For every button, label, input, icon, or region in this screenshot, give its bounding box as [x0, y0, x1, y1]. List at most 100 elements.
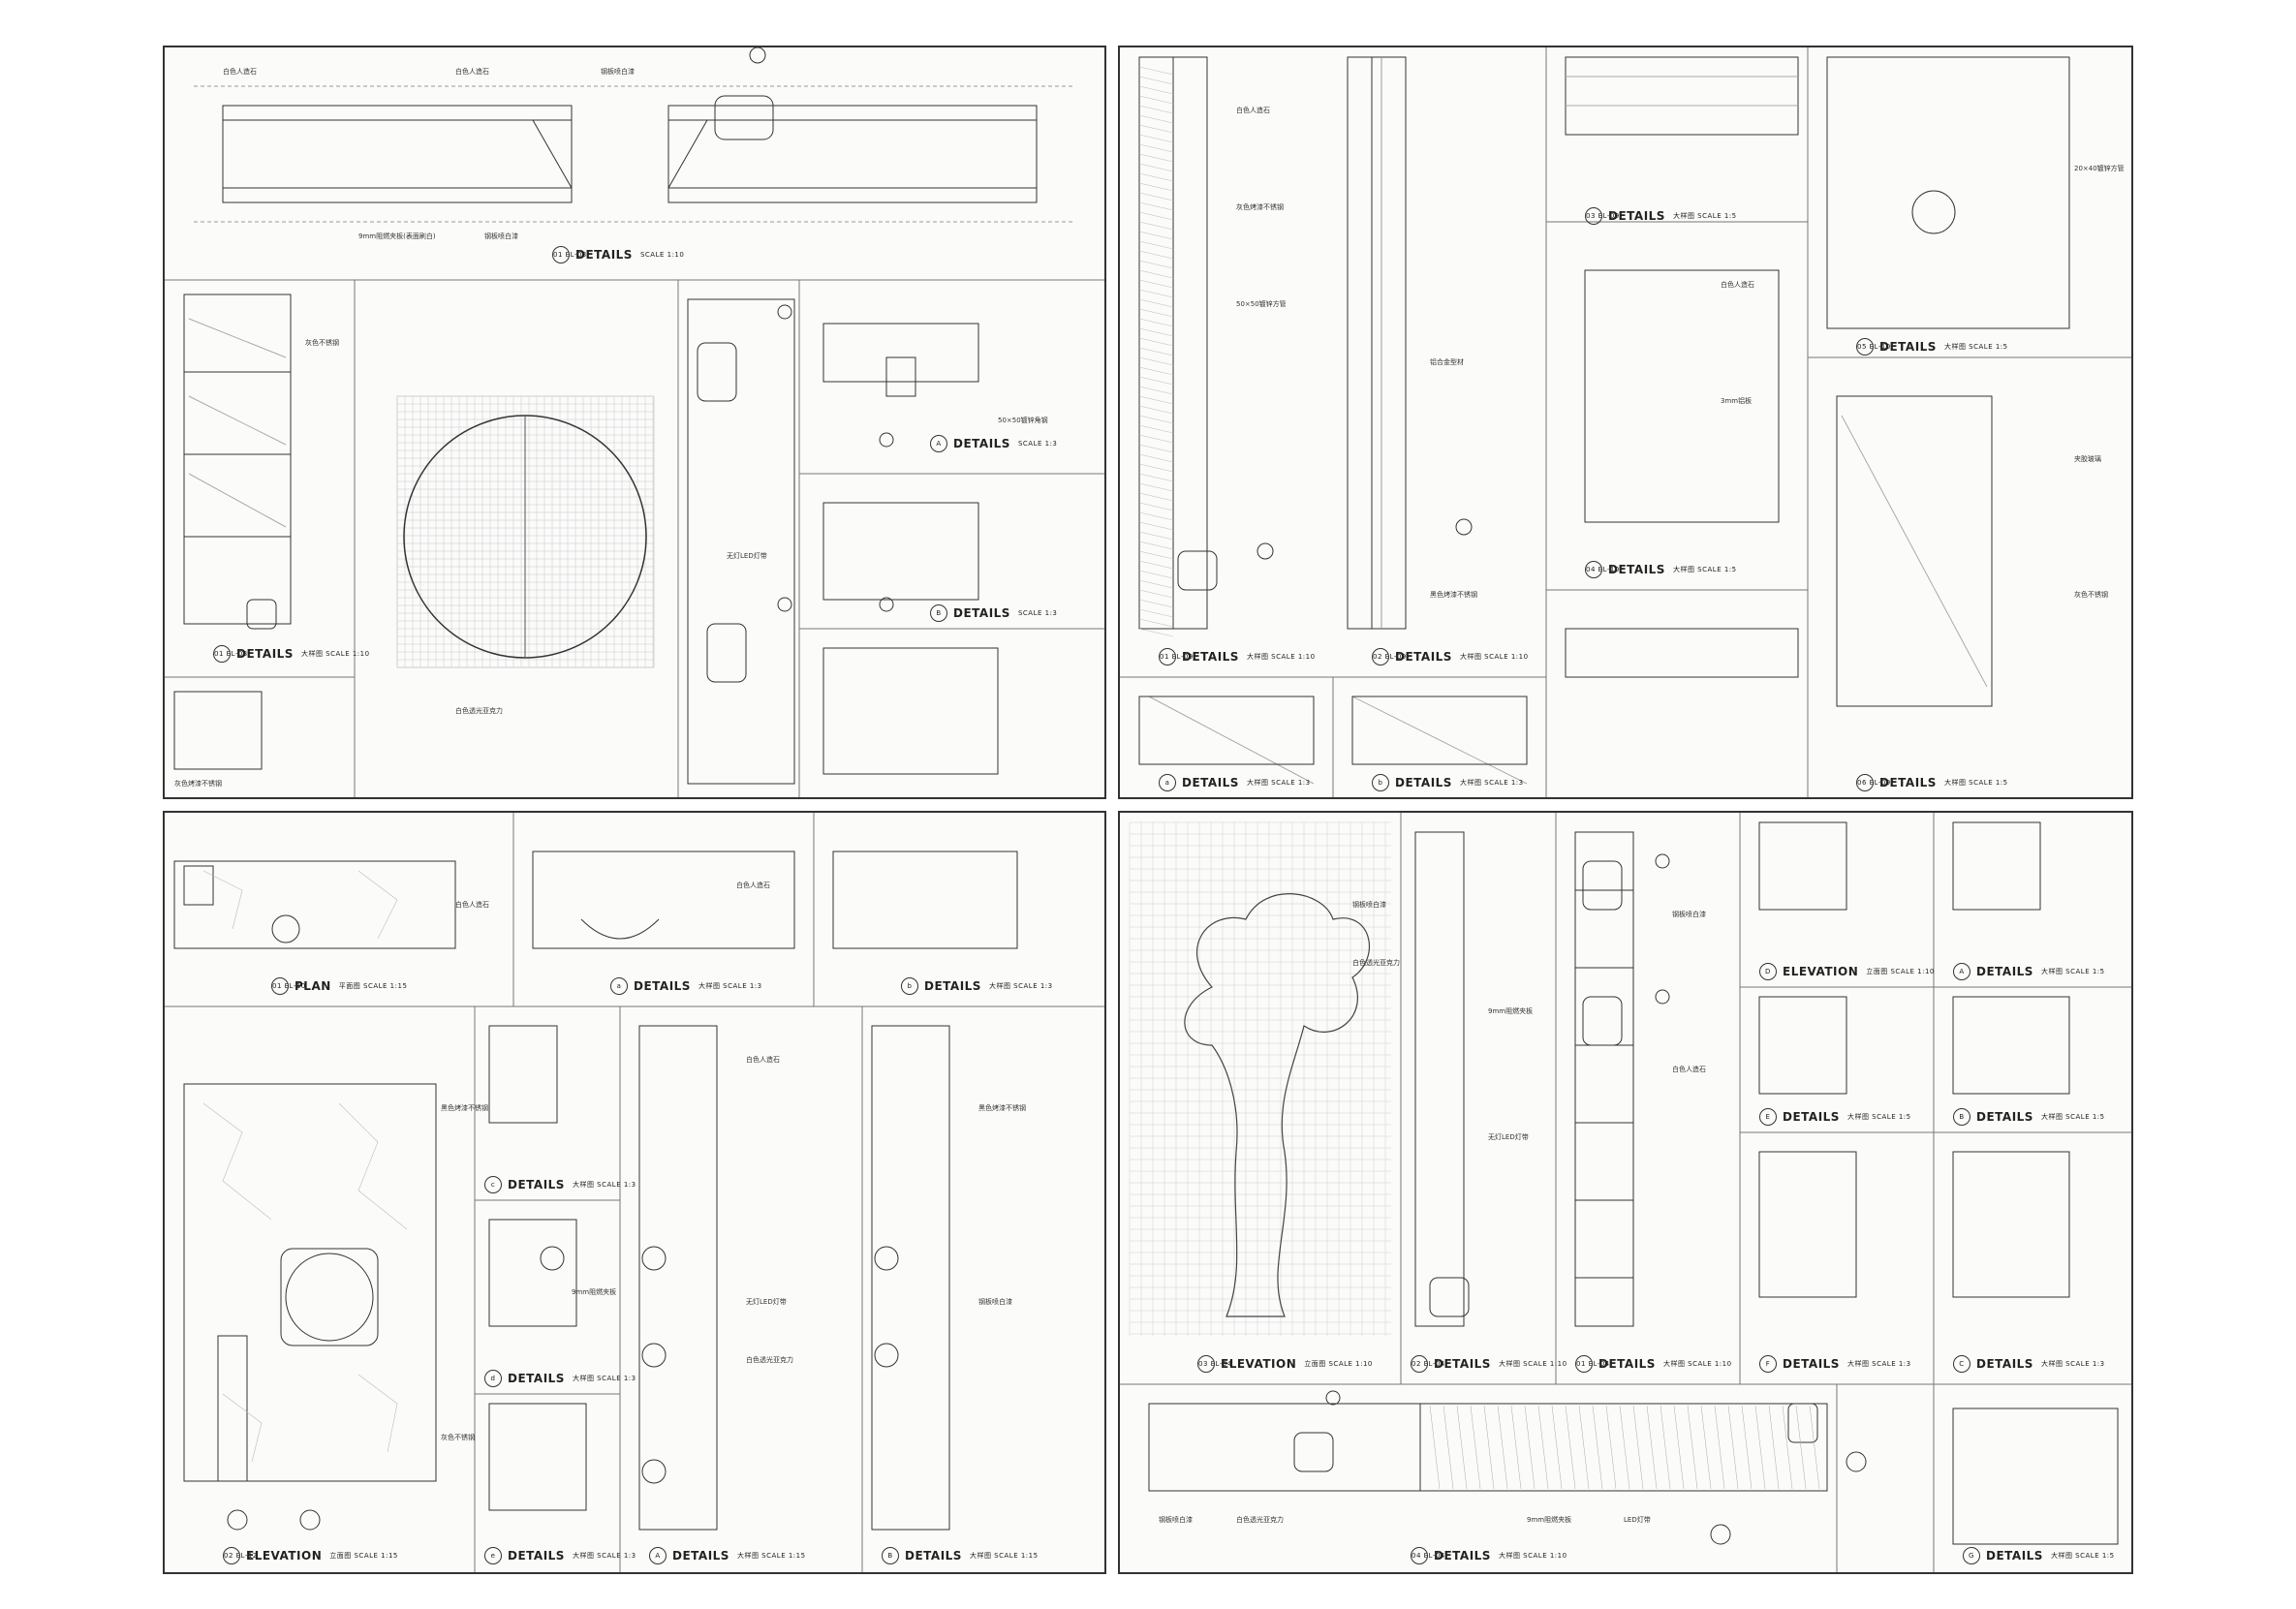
- title-bubble: a: [1159, 774, 1176, 791]
- title-sub: SCALE 1:3: [1017, 440, 1058, 448]
- title-bubble: d: [484, 1370, 502, 1387]
- callout-label: LED灯带: [1624, 1516, 1651, 1524]
- title-bubble: B: [930, 604, 947, 622]
- callout-label: 铝合金型材: [1430, 358, 1464, 366]
- grid-line: [1537, 1405, 1549, 1490]
- title-main: DETAILS: [1879, 340, 1937, 354]
- grid-line: [1497, 1405, 1508, 1490]
- grid-line: [1429, 1405, 1441, 1490]
- grid-line: [1138, 95, 1174, 105]
- title-bubble: 04 EL-04: [1411, 1547, 1444, 1564]
- title-main: DETAILS: [508, 1549, 565, 1563]
- title-bubble: 01 EL-10: [271, 977, 305, 995]
- grid-line: [1138, 289, 1174, 298]
- title-bubble: 06 EL-09: [1856, 774, 1890, 791]
- grid-line: [1138, 492, 1174, 502]
- title-bubble: G: [1963, 1547, 1980, 1564]
- title-bubble: 01 EL-09: [1159, 648, 1193, 665]
- title-main: DETAILS: [1395, 776, 1452, 789]
- grid-line: [1138, 124, 1174, 134]
- title-sub: 大样图 SCALE 1:15: [736, 1552, 806, 1560]
- title-sub: 大样图 SCALE 1:15: [969, 1552, 1039, 1560]
- title-sub: 大样图 SCALE 1:5: [1943, 779, 2008, 787]
- grid-line: [1138, 105, 1174, 114]
- title-main: DETAILS: [236, 647, 294, 661]
- title-main: DETAILS: [1434, 1357, 1491, 1371]
- title-main: DETAILS: [1608, 209, 1665, 223]
- grid-line: [1443, 1405, 1454, 1490]
- title-sub: SCALE 1:10: [639, 251, 685, 259]
- title-main: DETAILS: [508, 1178, 565, 1191]
- grid-line: [1632, 1405, 1644, 1490]
- title-sub: 大样图 SCALE 1:3: [1846, 1360, 1911, 1368]
- callout-label: 无灯LED灯带: [1488, 1133, 1529, 1141]
- title-sub: 大样图 SCALE 1:10: [1459, 653, 1529, 661]
- grid-line: [1138, 318, 1174, 327]
- grid-line: [1138, 347, 1174, 356]
- grid-line: [1551, 1405, 1563, 1490]
- grid-line: [1510, 1405, 1522, 1490]
- title-bubble: B: [1953, 1108, 1970, 1126]
- grid-line: [1138, 570, 1174, 579]
- callout-label: 白色人造石: [455, 68, 489, 76]
- title-bubble: D: [1759, 963, 1777, 980]
- grid-line: [1741, 1405, 1753, 1490]
- callout-label: 20×40镀锌方管: [2074, 165, 2125, 172]
- title-main: DETAILS: [1879, 776, 1937, 789]
- callout-label: 黑色烤漆不锈钢: [1430, 591, 1477, 599]
- grid-line: [1138, 76, 1174, 85]
- title-sub: 大样图 SCALE 1:10: [1662, 1360, 1732, 1368]
- title-bubble: b: [901, 977, 918, 995]
- grid-line: [1138, 531, 1174, 541]
- callout-label: 白色透光亚克力: [455, 707, 503, 715]
- callout-label: 白色人造石: [746, 1056, 780, 1064]
- title-main: ELEVATION: [1783, 965, 1859, 978]
- grid-line: [1138, 386, 1174, 395]
- title-main: ELEVATION: [1221, 1357, 1297, 1371]
- grid-line: [1605, 1405, 1617, 1490]
- callout-label: 9mm阻燃夹板: [1488, 1007, 1534, 1015]
- title-sub: 大样图 SCALE 1:5: [1672, 212, 1737, 220]
- sheet-top-left-drawing: [165, 47, 1104, 797]
- title-bubble: A: [930, 435, 947, 452]
- grid-line: [1809, 1405, 1820, 1490]
- callout-label: 钢板喷白漆: [978, 1298, 1012, 1306]
- title-bubble: 01 EL-04: [1575, 1355, 1609, 1373]
- grid-line: [1138, 463, 1174, 473]
- grid-line: [1660, 1405, 1671, 1490]
- title-bubble: 01 EL-03: [552, 246, 586, 263]
- callout-label: 白色透光亚克力: [746, 1356, 793, 1364]
- title-sub: 大样图 SCALE 1:5: [1672, 566, 1737, 573]
- grid-line: [1754, 1405, 1766, 1490]
- grid-line: [1138, 376, 1174, 386]
- callout-label: 夹胶玻璃: [2074, 455, 2101, 463]
- callout-label: 灰色不锈钢: [2074, 591, 2108, 599]
- grid-line: [1138, 337, 1174, 347]
- grid-line: [1138, 114, 1174, 124]
- grid-line: [1483, 1405, 1495, 1490]
- title-sub: 大样图 SCALE 1:10: [1246, 653, 1316, 661]
- grid-line: [1619, 1405, 1630, 1490]
- grid-line: [1138, 308, 1174, 318]
- callout-label: 无灯LED灯带: [746, 1298, 787, 1306]
- title-sub: 大样图 SCALE 1:3: [1246, 779, 1311, 787]
- title-main: DETAILS: [1783, 1110, 1840, 1124]
- grid-line: [1138, 444, 1174, 453]
- grid-line: [1138, 279, 1174, 289]
- title-sub: 大样图 SCALE 1:5: [1846, 1113, 1911, 1121]
- callout-label: 黑色烤漆不锈钢: [978, 1104, 1026, 1112]
